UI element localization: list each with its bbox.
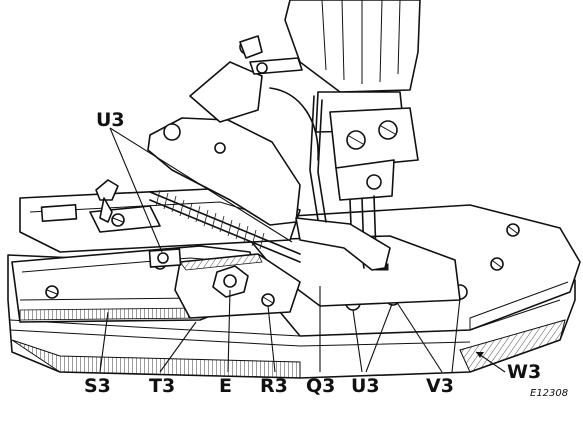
- feed-plate-t3: [174, 253, 301, 319]
- callout-labels: U3 S3 T3 E R3 Q3 U3 V3 W3 E12308: [84, 109, 568, 399]
- label-e: E: [219, 375, 232, 397]
- label-s3: S3: [84, 375, 111, 397]
- thread-guide: [269, 87, 319, 161]
- label-r3: R3: [260, 375, 288, 397]
- upper-plate-assembly: [19, 187, 301, 268]
- label-v3: V3: [426, 375, 454, 397]
- presser-lever: [147, 35, 301, 226]
- presser-foot: [295, 95, 391, 271]
- coil-spring: [149, 189, 301, 263]
- label-q3: Q3: [306, 375, 335, 397]
- leader-lines: [99, 127, 506, 373]
- label-t3: T3: [149, 375, 175, 397]
- label-u3-bottom: U3: [351, 375, 380, 397]
- label-u3-top: U3: [96, 109, 125, 131]
- pivot-screw: [163, 123, 181, 141]
- wing-screw: [95, 179, 119, 223]
- catalog-number: E12308: [530, 388, 568, 399]
- label-w3: W3: [507, 361, 541, 383]
